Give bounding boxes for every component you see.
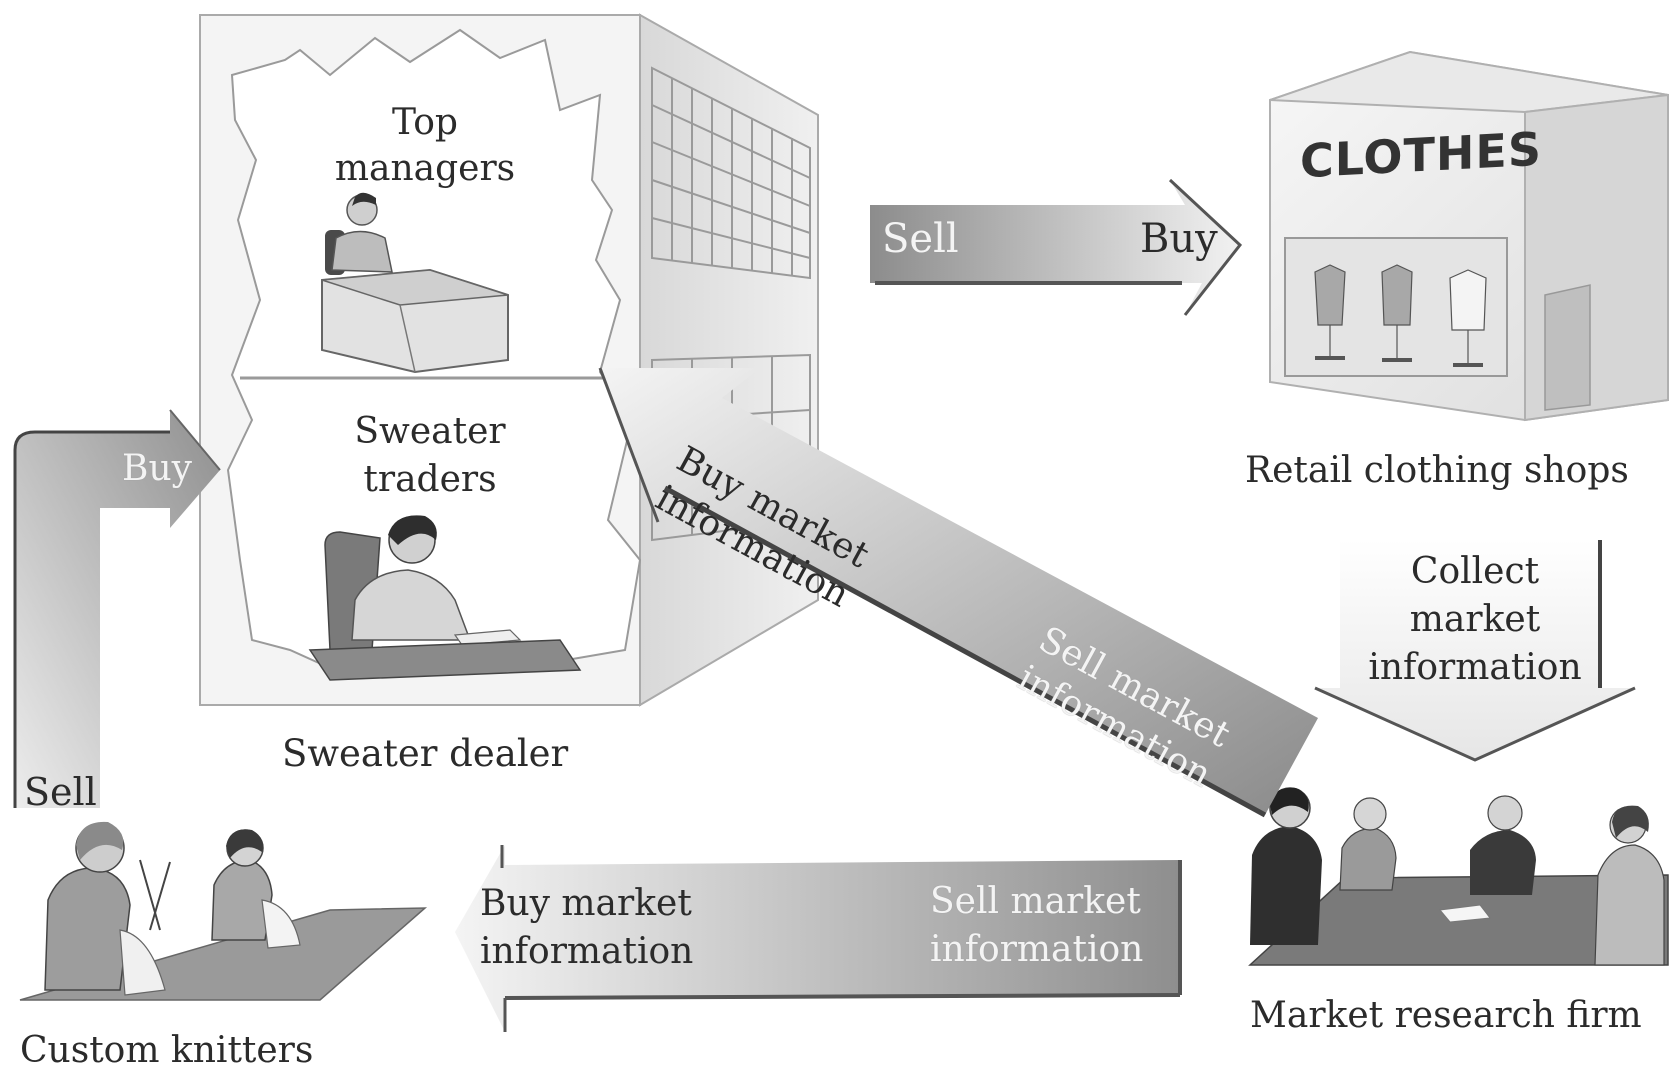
top-manager-figure [321,192,509,374]
sweater-traders-label: Sweater traders [320,408,540,504]
arrow-research-to-dealer [598,367,1318,818]
sweater-trader-figure [308,515,582,681]
top-managers-line-2: managers [334,148,516,189]
collect-line-1: Collect [1410,551,1540,592]
retail-shop-building [1269,50,1669,422]
top-managers-label: Top managers [310,100,540,192]
sweater-dealer-caption: Sweater dealer [282,732,569,775]
custom-knitters-figures [19,821,428,1001]
bottom-arrow-sell-label: Sell market information [930,878,1143,974]
custom-knitters-caption: Custom knitters [20,1030,314,1071]
retail-shops-caption: Retail clothing shops [1245,450,1629,491]
collect-arrow-label: Collect market information [1350,548,1600,692]
display-clothes [1314,264,1487,367]
bottom-sell-line-2: information [930,929,1144,970]
sweater-dealer-building [199,13,819,707]
bottom-sell-line-1: Sell market [930,881,1141,922]
sweater-traders-line-1: Sweater [354,411,506,452]
bottom-arrow-buy-label: Buy market information [480,880,693,976]
top-managers-line-1: Top [392,102,458,143]
bottom-buy-line-2: information [480,931,694,972]
arrow-knitters-to-dealer [13,409,221,808]
market-research-figures [1248,787,1669,966]
market-research-caption: Market research firm [1250,995,1642,1036]
knitter-arrow-buy-label: Buy [122,448,192,489]
collect-line-2: market [1409,599,1541,640]
bottom-buy-line-1: Buy market [480,883,692,924]
shop-arrow-buy-label: Buy [1140,216,1218,262]
collect-line-3: information [1368,647,1582,688]
sweater-traders-line-2: traders [363,459,497,500]
arrow-research-to-knitters [455,845,1182,1032]
arrow-sell-to-shop [870,178,1243,316]
knitter-arrow-sell-label: Sell [24,770,97,814]
shop-arrow-sell-label: Sell [882,216,959,262]
arrow-collect-info [1314,540,1636,762]
